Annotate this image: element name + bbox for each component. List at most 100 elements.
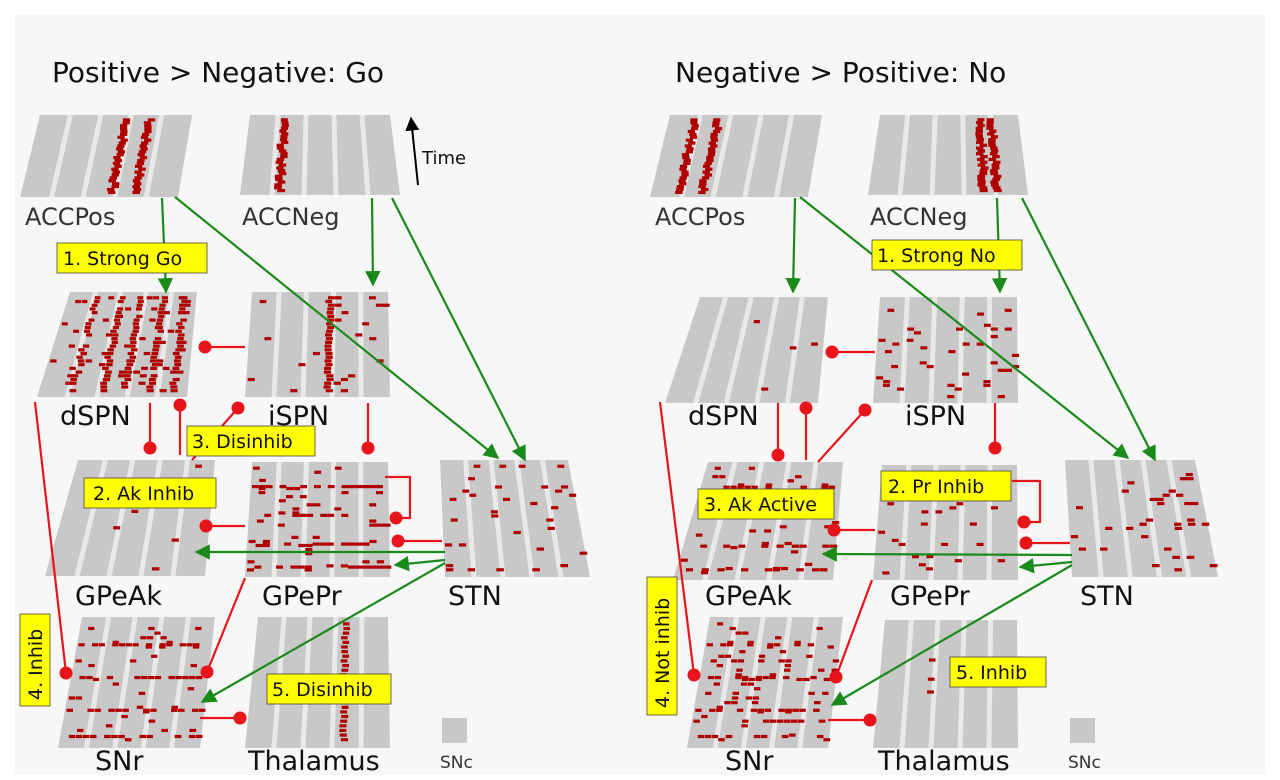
time-arrow: Time [405, 116, 466, 186]
spike [175, 348, 183, 352]
spike [177, 344, 184, 348]
layer-surface [240, 115, 400, 195]
spike [757, 710, 764, 714]
spike [1145, 518, 1154, 522]
spike [975, 121, 984, 125]
spike [292, 507, 300, 511]
spike [146, 636, 154, 640]
spike [292, 513, 300, 517]
spike [178, 325, 185, 330]
spike [326, 564, 334, 568]
spike [689, 135, 698, 139]
spike [258, 486, 266, 491]
spike [799, 544, 807, 548]
spike [104, 734, 111, 739]
spike [764, 568, 773, 572]
spike [151, 307, 158, 311]
layer-divider [702, 461, 738, 581]
spike [988, 138, 996, 142]
layer-label: GPePr [262, 581, 343, 612]
spike [1121, 489, 1129, 493]
spike [144, 129, 152, 134]
spike [976, 542, 984, 547]
spike [1105, 526, 1113, 530]
spike [1172, 555, 1180, 559]
spike [1078, 547, 1087, 551]
spike [368, 296, 376, 300]
layer-label: STN [448, 581, 502, 612]
spike [319, 542, 327, 546]
spike [741, 677, 749, 682]
spike [136, 303, 143, 307]
spike [707, 153, 715, 157]
spike [178, 296, 185, 300]
spike [927, 690, 934, 694]
spike [799, 708, 806, 712]
inhibitory-terminals [59, 340, 405, 725]
spike [162, 366, 170, 370]
spike [145, 643, 153, 647]
spike [179, 303, 186, 307]
spike [153, 344, 160, 348]
spike [687, 129, 695, 134]
layer-ispn: iSPN [873, 296, 1020, 432]
spike [987, 132, 995, 136]
note-text: 4. Inhib [25, 629, 47, 700]
spike [726, 643, 734, 647]
spike [887, 502, 895, 506]
layer-divider [271, 461, 282, 578]
spike [119, 296, 126, 300]
spike [176, 322, 183, 326]
spike [280, 135, 288, 139]
spike [1174, 526, 1183, 530]
spike [129, 337, 136, 341]
spike [133, 370, 141, 374]
spike [143, 121, 152, 125]
spike [382, 303, 390, 307]
spike [135, 307, 142, 311]
spike [697, 734, 705, 739]
spike [979, 143, 988, 147]
spike [766, 645, 774, 649]
spike [262, 542, 270, 546]
inhib-terminal [825, 345, 839, 359]
layer-divider [359, 114, 371, 196]
spike [106, 363, 113, 367]
spike [159, 389, 167, 393]
spike [117, 307, 124, 311]
spike [150, 366, 157, 370]
layer-divider [797, 616, 819, 749]
spike [280, 155, 288, 159]
spike [794, 643, 801, 647]
note-box [186, 425, 316, 457]
spike [681, 153, 690, 157]
spike [184, 299, 191, 304]
spike [326, 329, 334, 333]
layer-divider [784, 296, 805, 404]
spike [264, 337, 272, 341]
spike [700, 544, 708, 548]
spike [769, 675, 776, 680]
spike [150, 355, 158, 359]
excitatory-projections [785, 196, 1156, 706]
layer-thalamus: Thalamus [873, 619, 1018, 777]
spike [87, 708, 94, 712]
spike [828, 485, 836, 489]
spike [699, 179, 707, 183]
spike [683, 158, 691, 163]
spike [800, 485, 807, 489]
layer-snc: SNc [440, 718, 473, 773]
spike [175, 329, 182, 333]
spike [369, 485, 377, 489]
spike [141, 141, 149, 145]
inhib-terminal [829, 670, 843, 684]
spike [255, 543, 263, 548]
spike [530, 501, 538, 506]
spike [326, 374, 334, 378]
spike [146, 734, 154, 739]
spike [906, 338, 914, 342]
spike [926, 555, 934, 559]
inhib-terminal [771, 448, 785, 462]
note-box [266, 673, 392, 705]
spike [132, 322, 139, 326]
